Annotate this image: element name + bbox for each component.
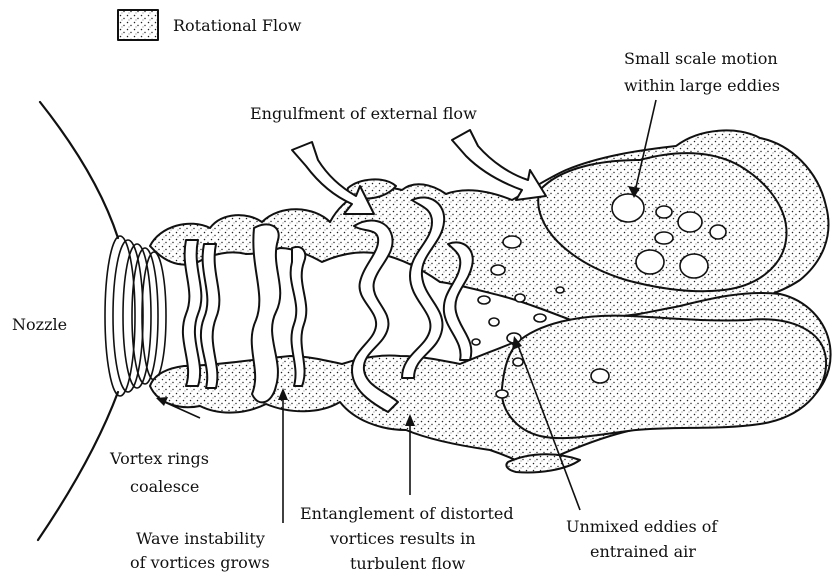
unmixed-eddies-label-line2: entrained air [590, 542, 696, 561]
entanglement-label-line3: turbulent flow [350, 554, 466, 573]
stipple-swatch-icon [118, 10, 158, 40]
engulfment-arrow-icon [292, 142, 374, 214]
small-scale-label-line1: Small scale motion [624, 49, 778, 68]
legend: Rotational Flow [118, 10, 302, 40]
large-eddy-bottom [502, 316, 826, 439]
legend-label: Rotational Flow [173, 16, 302, 35]
entanglement-label-line1: Entanglement of distorted [300, 504, 514, 523]
entanglement-label-line2: vortices results in [329, 529, 476, 548]
wave-instability-label-line1: Wave instability [136, 529, 265, 548]
engulfment-label: Engulfment of external flow [250, 104, 477, 123]
nozzle-label: Nozzle [12, 315, 67, 334]
small-scale-label-line2: within large eddies [624, 76, 780, 95]
vortex-rings-label-line2: coalesce [130, 477, 199, 496]
unmixed-eddies-label-line1: Unmixed eddies of [566, 517, 718, 536]
wave-instability-label-line2: of vortices grows [130, 553, 270, 572]
vortex-rings-label-line1: Vortex rings [109, 449, 209, 468]
